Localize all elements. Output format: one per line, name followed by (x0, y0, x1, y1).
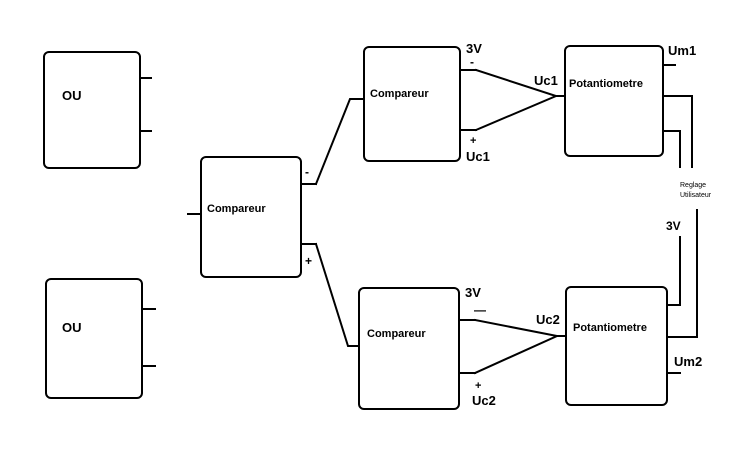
potentiometer-bottom: Potantiometre Um2 (565, 286, 702, 406)
bottom-minus-label: — (474, 303, 486, 317)
comparator-top-label: Compareur (370, 88, 429, 100)
ou-block-top: OU (43, 51, 152, 169)
um2-label: Um2 (674, 354, 702, 369)
um1-label: Um1 (668, 43, 696, 58)
comparator-bottom: Compareur 3V — + Uc2 Uc2 (358, 285, 567, 410)
bottom-uc2-bottom-label: Uc2 (472, 393, 496, 408)
ou-bottom-label: OU (62, 320, 82, 335)
potentiometer-top-label: Potantiometre (569, 78, 643, 90)
ou-top-label: OU (62, 88, 82, 103)
potentiometer-top: Potantiometre Um1 (564, 43, 696, 157)
bottom-3v-label: 3V (465, 285, 481, 300)
top-minus-label: - (470, 55, 474, 69)
bottom-plus-label: + (475, 380, 481, 392)
top-uc1-bottom-label: Uc1 (466, 149, 490, 164)
main-plus-label: + (305, 254, 312, 268)
branch-wires (314, 98, 365, 347)
side-3v-label: 3V (666, 219, 681, 233)
ou-block-bottom: OU (45, 278, 156, 399)
user-setting-line2: Utilisateur (680, 192, 712, 199)
comparator-top: Compareur 3V - + Uc1 Uc1 (363, 41, 566, 164)
top-uc1-right-label: Uc1 (534, 73, 558, 88)
comparator-main: Compareur - + (187, 156, 317, 278)
main-minus-label: - (305, 165, 309, 179)
top-3v-label: 3V (466, 41, 482, 56)
comparator-main-label: Compareur (207, 203, 266, 215)
top-plus-label: + (470, 135, 476, 147)
potentiometer-bottom-label: Potantiometre (573, 322, 647, 334)
right-links: Reglage Utilisateur 3V (666, 95, 712, 338)
bottom-uc2-right-label: Uc2 (536, 312, 560, 327)
user-setting-line1: Reglage (680, 182, 706, 189)
comparator-bottom-label: Compareur (367, 328, 426, 340)
